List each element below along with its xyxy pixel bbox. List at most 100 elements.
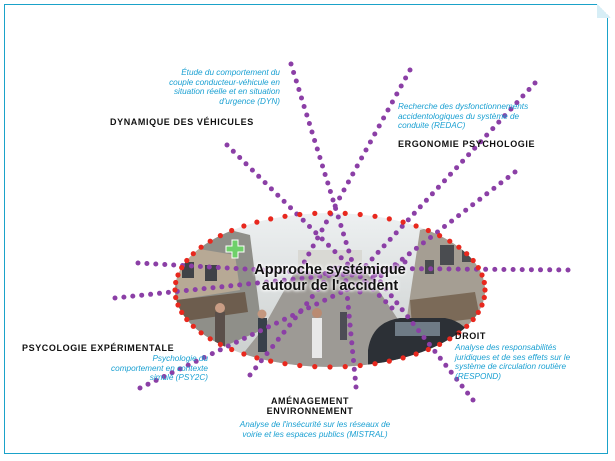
spoke-dot (337, 195, 343, 201)
ring-dot (342, 210, 348, 216)
spoke-dot (169, 370, 175, 376)
spoke-dot (314, 301, 320, 307)
ring-dot (464, 323, 470, 329)
spoke-dot (417, 204, 423, 210)
spoke-dot (484, 191, 490, 197)
spoke-dot (230, 148, 236, 154)
spoke-dot (121, 294, 127, 300)
ring-dot (386, 216, 392, 222)
spoke-dot (326, 272, 332, 278)
spoke-dot (388, 293, 394, 299)
ring-dot (282, 361, 288, 367)
spoke-dot (386, 267, 392, 273)
spoke-dot (352, 375, 358, 381)
spoke-dot (377, 279, 383, 285)
spoke-dot (162, 262, 168, 267)
spoke-dot (206, 264, 212, 270)
spoke-dot (381, 243, 387, 249)
spoke-dot (383, 286, 389, 292)
spoke-dot (483, 266, 489, 272)
spoke-dot (363, 147, 369, 153)
spoke-dot (210, 285, 216, 291)
mistral-title: AMÉNAGEMENT ENVIRONNEMENT (266, 396, 354, 416)
spoke-dot (526, 87, 532, 92)
ring-dot (413, 351, 419, 357)
spoke-dot (197, 264, 203, 269)
spoke-dot (345, 265, 351, 271)
spoke-dot (460, 158, 466, 164)
spoke-dot (171, 262, 177, 268)
spoke-dot (349, 340, 355, 346)
spoke-dot (288, 205, 293, 211)
spoke-dot (407, 67, 413, 73)
spoke-dot (314, 146, 320, 152)
ring-dot (175, 272, 181, 278)
spoke-dot (148, 291, 154, 297)
spoke-dot (306, 305, 312, 311)
spoke-dot (362, 278, 368, 284)
spoke-dot (139, 292, 145, 298)
spoke-dot (565, 267, 571, 273)
ring-dot (254, 219, 260, 225)
spoke-dot (300, 217, 306, 223)
spoke-dot (296, 87, 302, 92)
ring-dot (207, 238, 213, 244)
spoke-dot (338, 223, 344, 228)
spoke-dot (266, 324, 271, 330)
center-title: Approche systémique autour de l'accident (254, 262, 406, 294)
spoke-dot (317, 273, 323, 279)
ring-dot (327, 210, 333, 216)
spoke-dot (304, 301, 310, 307)
spoke-dot (322, 297, 328, 303)
spoke-dot (405, 314, 411, 320)
spoke-dot (472, 145, 478, 151)
spoke-dot (402, 259, 408, 265)
ring-dot (447, 336, 453, 342)
spoke-dot (312, 138, 318, 143)
ring-dot (229, 346, 235, 353)
spoke-dot (406, 251, 412, 257)
spoke-dot (237, 282, 243, 288)
spoke-dot (354, 282, 360, 288)
spoke-dot (201, 286, 207, 292)
ring-dot (207, 336, 213, 342)
spoke-dot (130, 293, 136, 299)
spoke-dot (270, 344, 276, 349)
spoke-dot (304, 270, 310, 275)
spoke-dot (345, 179, 351, 185)
spoke-dot (508, 106, 514, 112)
ring-dot (482, 287, 488, 293)
spoke-dot (315, 286, 321, 292)
spoke-dot (342, 269, 348, 275)
spoke-dot (243, 161, 249, 167)
spoke-dot (361, 269, 367, 275)
spoke-dot (135, 260, 141, 266)
spoke-dot (463, 207, 469, 213)
ring-dot (190, 251, 196, 257)
spoke-dot (278, 268, 284, 274)
spoke-dot (290, 276, 296, 282)
spoke-dot (246, 281, 252, 287)
spoke-dot (394, 263, 400, 269)
spoke-dot (353, 270, 358, 276)
spoke-dot (437, 266, 443, 272)
ring-dot (184, 257, 190, 264)
spoke-dot (510, 267, 516, 272)
mistral-description: Analyse de l'insécurité sur les réseaux … (239, 420, 391, 439)
spoke-dot (345, 296, 350, 301)
spoke-dot (345, 304, 351, 310)
ring-dot (173, 279, 179, 286)
ring-dot (198, 244, 204, 250)
spoke-dot (313, 270, 319, 276)
ring-dot (464, 251, 470, 257)
spoke-dot (306, 251, 312, 257)
spoke-dot (251, 267, 257, 272)
ring-dot (437, 341, 443, 347)
spoke-dot (399, 223, 405, 229)
spoke-dot (405, 217, 411, 223)
spoke-dot (344, 287, 350, 293)
respond-description: Analyse des responsabilités juridiques e… (455, 343, 571, 381)
spoke-dot (326, 242, 331, 248)
spoke-dot (466, 152, 472, 158)
spoke-dot (237, 155, 243, 160)
